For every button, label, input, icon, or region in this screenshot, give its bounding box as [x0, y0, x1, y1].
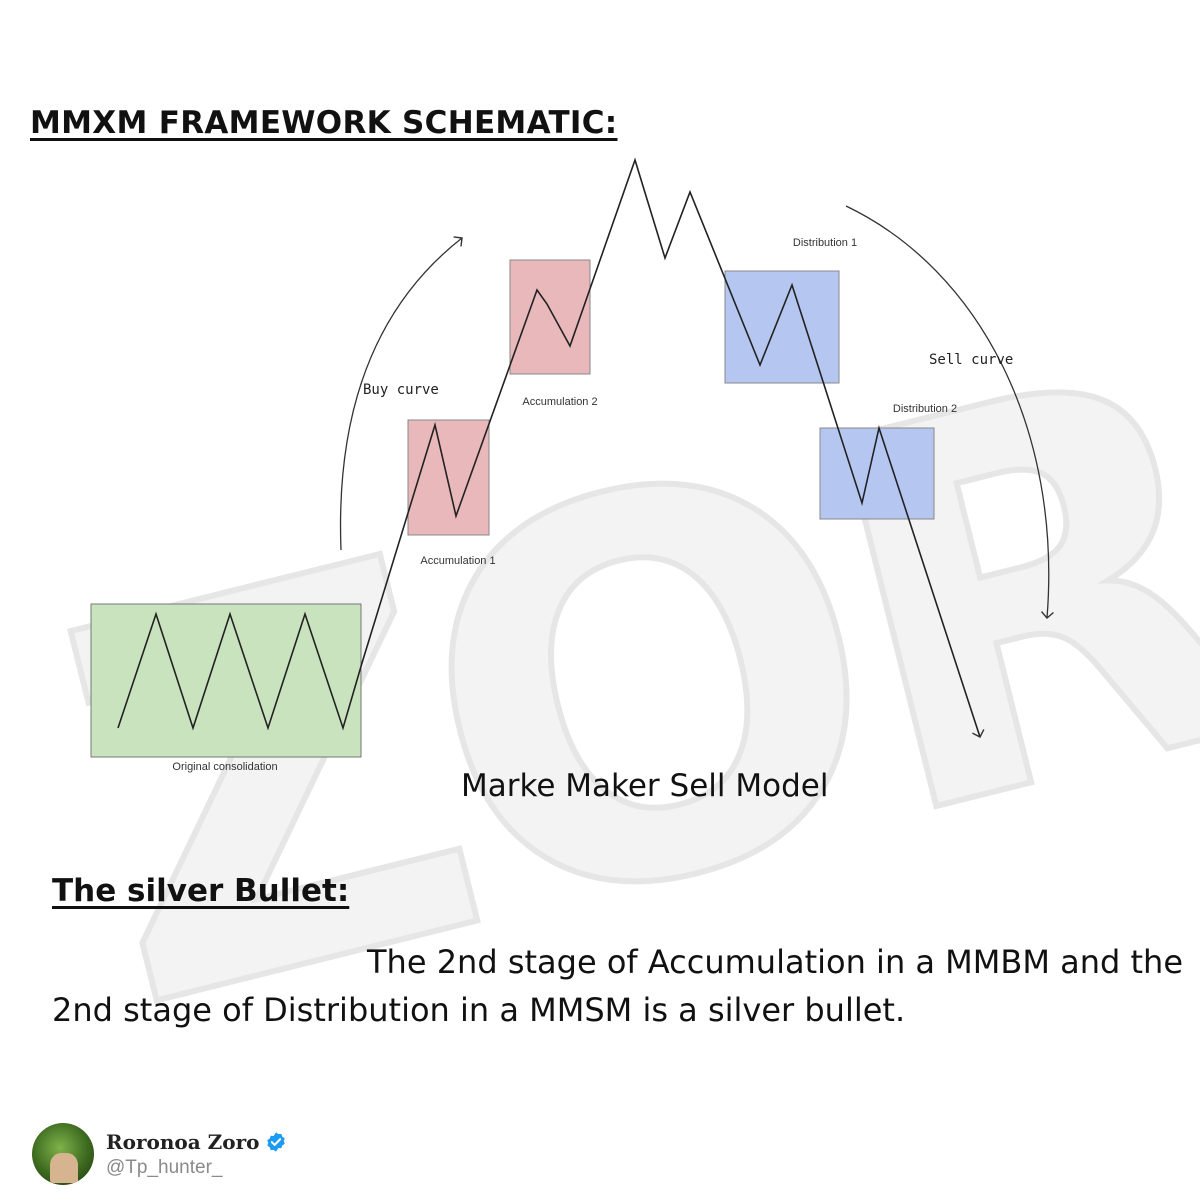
author-block[interactable]: Roronoa Zoro @Tp_hunter_ — [32, 1122, 287, 1186]
accumulation-1-box — [407, 419, 490, 536]
original-consolidation-label: Original consolidation — [172, 761, 277, 773]
author-name-row: Roronoa Zoro — [106, 1130, 287, 1154]
avatar[interactable] — [32, 1123, 94, 1185]
sell-curve-arrow — [845, 205, 1054, 619]
accumulation-1-label: Accumulation 1 — [420, 555, 495, 567]
buy-curve-label: Buy curve — [363, 382, 439, 398]
verified-badge-icon — [267, 1131, 286, 1152]
distribution-1-label: Distribution 1 — [793, 237, 857, 249]
author-info: Roronoa Zoro @Tp_hunter_ — [106, 1130, 287, 1179]
original-consolidation-box — [90, 603, 362, 758]
section-heading: The silver Bullet: — [52, 872, 350, 909]
distribution-1-box — [724, 270, 840, 384]
distribution-2-box — [819, 427, 935, 520]
accumulation-2-label: Accumulation 2 — [522, 396, 597, 408]
price-path-line — [117, 157, 985, 738]
sell-curve-label: Sell curve — [929, 352, 1013, 368]
section-body: The 2nd stage of Accumulation in a MMBM … — [52, 943, 1184, 1029]
distribution-2-label: Distribution 2 — [893, 403, 957, 415]
diagram-caption: Marke Maker Sell Model — [461, 768, 829, 804]
buy-curve-arrow — [339, 236, 463, 551]
page-title: MMXM FRAMEWORK SCHEMATIC: — [30, 104, 618, 141]
author-handle: @Tp_hunter_ — [106, 1156, 223, 1178]
accumulation-2-box — [509, 259, 591, 375]
author-name: Roronoa Zoro — [106, 1129, 260, 1154]
